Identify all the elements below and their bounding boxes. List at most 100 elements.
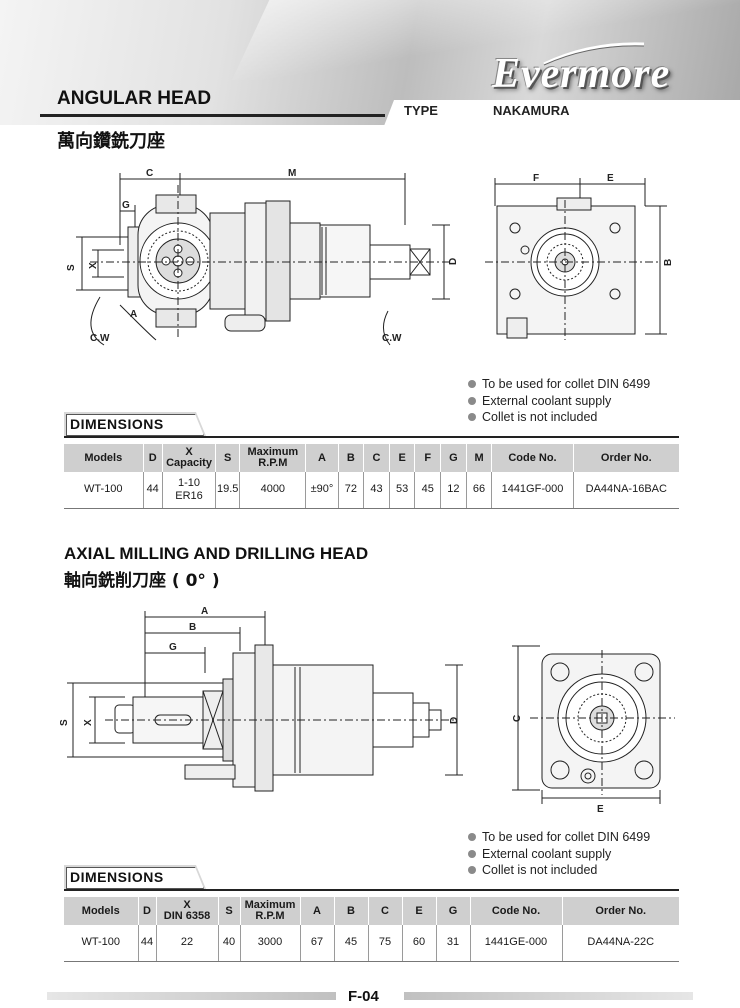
note-item: To be used for collet DIN 6499: [468, 829, 650, 846]
note-item: Collet is not included: [468, 862, 650, 879]
bullet-icon: [468, 849, 476, 858]
column-header: C: [363, 444, 390, 472]
section-title-axial: AXIAL MILLING AND DRILLING HEAD: [64, 544, 369, 563]
dimensions-divider: [64, 889, 679, 891]
label-f: F: [533, 173, 539, 184]
label-x: X: [83, 719, 94, 726]
column-header: Code No.: [469, 897, 562, 925]
column-header: Order No.: [572, 444, 679, 472]
label-x: X: [88, 262, 99, 269]
table-cell: 19.5: [215, 472, 240, 509]
table-cell: 22: [155, 925, 218, 962]
column-header: E: [401, 897, 436, 925]
dimensions-divider: [64, 436, 679, 438]
note-item: Collet is not included: [468, 409, 650, 426]
title-underline: [40, 114, 385, 117]
column-header: Order No.: [561, 897, 679, 925]
label-d: D: [448, 258, 459, 265]
table-cell: 1441GF-000: [491, 472, 574, 509]
table-cell: DA44NA-16BAC: [572, 472, 679, 509]
table-cell: 44: [137, 925, 156, 962]
column-header: A: [299, 897, 334, 925]
label-c: C: [512, 715, 523, 722]
axial-head-front-view-drawing: C E: [512, 645, 675, 815]
column-header: F: [414, 444, 441, 472]
column-header: S: [217, 897, 240, 925]
column-header: E: [388, 444, 415, 472]
notes-list-2: To be used for collet DIN 6499 External …: [468, 829, 650, 879]
dimensions-label: DIMENSIONS: [70, 416, 164, 432]
table-cell: 1441GE-000: [469, 925, 562, 962]
column-header: B: [337, 444, 364, 472]
label-s: S: [66, 264, 77, 271]
label-d: D: [449, 717, 460, 724]
page-title-cn: 萬向鑽銑刀座: [57, 131, 165, 152]
type-label: TYPE: [404, 103, 438, 118]
table-cell: 72: [337, 472, 364, 509]
section-title-axial-cn: 軸向銑削刀座 ( 0° ): [64, 571, 220, 591]
brand-logo: Evermore: [492, 51, 671, 97]
table-cell: 4000: [239, 472, 306, 509]
column-header: M: [465, 444, 492, 472]
label-s: S: [59, 719, 70, 726]
note-item: External coolant supply: [468, 846, 650, 863]
label-e: E: [607, 173, 614, 184]
label-m: M: [288, 168, 296, 179]
bullet-icon: [468, 866, 476, 875]
table-cell: 12: [440, 472, 467, 509]
axial-head-side-view-drawing: A B G S X D: [59, 606, 463, 792]
label-cw-right: C.W: [382, 333, 402, 344]
label-e: E: [597, 804, 604, 815]
bullet-icon: [468, 413, 476, 422]
label-a: A: [201, 606, 208, 617]
label-a: A: [130, 309, 137, 320]
column-header: S: [215, 444, 240, 472]
table-cell: ±90°: [305, 472, 339, 509]
footer-page-tab: [336, 986, 404, 1008]
table-cell: DA44NA-22C: [561, 925, 679, 962]
table-cell: 53: [388, 472, 415, 509]
table-cell: 67: [299, 925, 334, 962]
table-cell: 45: [333, 925, 368, 962]
dimensions-label: DIMENSIONS: [70, 869, 164, 885]
logo-swoosh-icon: [543, 42, 645, 66]
type-tab-background: [384, 100, 740, 126]
bullet-icon: [468, 396, 476, 405]
column-header: D: [142, 444, 163, 472]
label-c: C: [146, 168, 153, 179]
table-cell: 3000: [239, 925, 300, 962]
table-cell: 66: [465, 472, 492, 509]
column-header: G: [440, 444, 467, 472]
label-b: B: [663, 259, 674, 266]
label-g: G: [169, 642, 177, 653]
column-header: Models: [64, 444, 144, 472]
page-number: F-04: [348, 988, 379, 1005]
bullet-icon: [468, 380, 476, 389]
type-value: NAKAMURA: [493, 103, 570, 118]
note-item: To be used for collet DIN 6499: [468, 376, 650, 393]
note-item: External coolant supply: [468, 393, 650, 410]
page-title: ANGULAR HEAD: [57, 88, 212, 109]
column-header: B: [333, 897, 368, 925]
table-cell: 43: [363, 472, 390, 509]
table-cell: WT-100: [64, 472, 144, 509]
angular-head-front-view-drawing: F E B: [485, 173, 674, 340]
table-cell: 75: [367, 925, 402, 962]
bullet-icon: [468, 833, 476, 842]
label-b: B: [189, 622, 196, 633]
angular-head-side-view-drawing: C M G S X D A C.W C.W: [66, 168, 459, 346]
table-cell: 31: [435, 925, 470, 962]
column-header: Code No.: [491, 444, 574, 472]
table-cell: 40: [217, 925, 240, 962]
